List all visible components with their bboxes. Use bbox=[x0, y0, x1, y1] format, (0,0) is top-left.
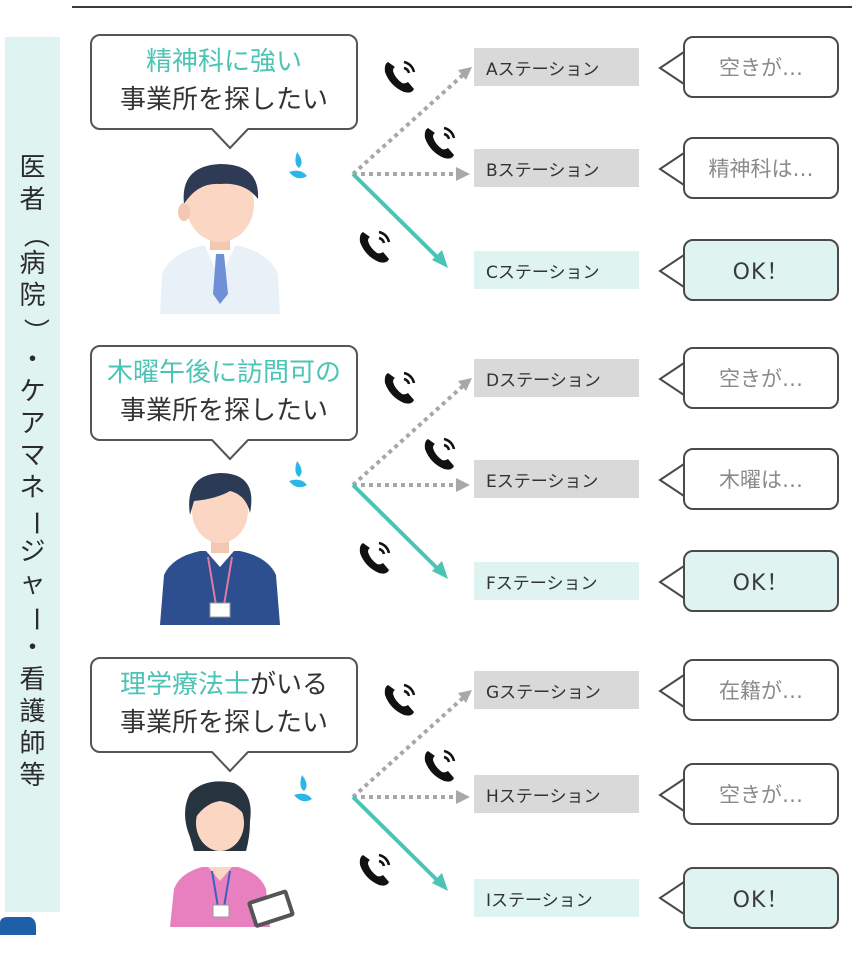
phone-icon bbox=[359, 541, 391, 574]
phone-icon bbox=[384, 60, 416, 93]
side-char: 者 bbox=[19, 185, 46, 215]
corner-tab bbox=[0, 917, 36, 935]
phone-icon bbox=[384, 683, 416, 716]
side-char: 師 bbox=[19, 729, 46, 759]
top-rule bbox=[72, 6, 852, 8]
phone-icon bbox=[424, 437, 456, 470]
reply-tail bbox=[658, 152, 685, 186]
side-char: ・ bbox=[19, 345, 46, 375]
nurse-avatar bbox=[170, 781, 295, 928]
side-category-label: 医 者 （ 病 院 ） ・ ケ ア マ ネ ー ジ ャ ー ・ 看 護 師 等 bbox=[5, 155, 60, 795]
station-i: Iステーション bbox=[474, 879, 639, 917]
side-char: ・ bbox=[19, 633, 46, 663]
side-char: ャ bbox=[19, 569, 46, 599]
request-highlight: 理学療法士 bbox=[119, 670, 250, 701]
reply-f: OK！ bbox=[683, 550, 839, 612]
request-bubble: 木曜午後に訪問可の 事業所を探したい bbox=[90, 345, 358, 441]
care-manager-avatar bbox=[160, 473, 280, 625]
request-text-line2: 事業所を探したい bbox=[119, 396, 328, 426]
station-a: Aステーション bbox=[474, 48, 639, 86]
station-c: Cステーション bbox=[474, 251, 639, 289]
station-b: Bステーション bbox=[474, 149, 639, 187]
contact-arrows bbox=[351, 67, 472, 268]
request-highlight: 木曜午後に訪問可の bbox=[106, 358, 341, 389]
phone-icon bbox=[384, 371, 416, 404]
reply-tail bbox=[658, 51, 685, 85]
reply-tail bbox=[658, 674, 685, 708]
station-e: Eステーション bbox=[474, 460, 639, 498]
doctor-avatar bbox=[160, 164, 280, 314]
reply-d: 空きが… bbox=[683, 347, 839, 409]
reply-tail bbox=[658, 254, 685, 288]
sweat-drop-icon bbox=[289, 152, 307, 179]
side-char: 等 bbox=[19, 761, 46, 791]
bubble-tail bbox=[211, 439, 249, 461]
contact-arrows bbox=[351, 378, 472, 579]
side-char: 病 bbox=[19, 249, 46, 279]
reply-b: 精神科は… bbox=[683, 137, 839, 199]
phone-icon bbox=[424, 749, 456, 782]
side-char: 医 bbox=[19, 153, 46, 183]
sweat-drop-icon bbox=[289, 461, 307, 488]
contact-arrows bbox=[351, 690, 472, 891]
request-section-nurse: 理学療法士がいる 事業所を探したい bbox=[0, 657, 852, 957]
reply-g: 在籍が… bbox=[683, 659, 839, 721]
side-char: マ bbox=[19, 441, 46, 471]
reply-tail bbox=[658, 565, 685, 599]
reply-h: 空きが… bbox=[683, 763, 839, 825]
reply-c: OK！ bbox=[683, 239, 839, 301]
reply-i: OK！ bbox=[683, 867, 839, 929]
station-f: Fステーション bbox=[474, 562, 639, 600]
station-h: Hステーション bbox=[474, 775, 639, 813]
side-category-band: 医 者 （ 病 院 ） ・ ケ ア マ ネ ー ジ ャ ー ・ 看 護 師 等 bbox=[5, 37, 60, 912]
reply-a: 空きが… bbox=[683, 36, 839, 98]
phone-icon bbox=[359, 853, 391, 886]
reply-e: 木曜は… bbox=[683, 448, 839, 510]
bubble-tail bbox=[211, 751, 249, 773]
request-bubble: 精神科に強い 事業所を探したい bbox=[90, 34, 358, 130]
side-char: ネ bbox=[19, 473, 46, 503]
request-highlight: 精神科に強い bbox=[145, 47, 302, 78]
request-section-care-manager: 木曜午後に訪問可の 事業所を探したい bbox=[0, 345, 852, 645]
side-char: ケ bbox=[19, 377, 46, 407]
request-text-rest: がいる bbox=[250, 670, 329, 701]
side-char: 看 bbox=[19, 665, 46, 695]
reply-tail bbox=[658, 881, 685, 915]
bubble-tail bbox=[211, 128, 249, 150]
request-section-doctor: 精神科に強い 事業所を探したい bbox=[0, 34, 852, 334]
side-char: 院 bbox=[19, 281, 46, 311]
reply-tail bbox=[658, 778, 685, 812]
sweat-drop-icon bbox=[294, 775, 312, 802]
request-text-line2: 事業所を探したい bbox=[119, 708, 328, 738]
request-bubble: 理学療法士がいる 事業所を探したい bbox=[90, 657, 358, 753]
station-g: Gステーション bbox=[474, 671, 639, 709]
phone-icon bbox=[359, 230, 391, 263]
side-char: 護 bbox=[19, 697, 46, 727]
reply-tail bbox=[658, 463, 685, 497]
side-char: ア bbox=[19, 409, 46, 439]
station-d: Dステーション bbox=[474, 359, 639, 397]
reply-tail bbox=[658, 362, 685, 396]
side-char: ジ bbox=[19, 537, 46, 567]
phone-icon bbox=[424, 126, 456, 159]
request-text-line2: 事業所を探したい bbox=[119, 85, 328, 115]
